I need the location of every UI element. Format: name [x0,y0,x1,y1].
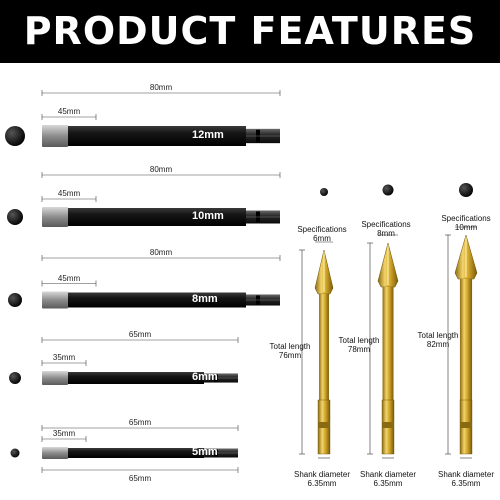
diamond-head [42,125,68,147]
size-dot [9,372,21,384]
head-length-label: 45mm [57,273,81,283]
total-length-title: Total length [338,336,380,345]
shank-diameter-title: Shank diameter [293,470,351,479]
diamond-head [42,371,68,385]
head-length-label: 45mm [57,107,81,116]
core-bit-1 [5,90,281,147]
bit-size-label: 6mm [192,371,218,383]
size-dot [8,293,22,307]
spec-title: Specifications [441,214,491,223]
spear-bit-3 [445,183,478,459]
total-length-label: 80mm [149,165,173,174]
spec-value: 6mm [313,234,331,243]
shank-diameter-value: 6.35mm [451,479,481,488]
shank-groove [460,422,472,428]
total-length-label: 80mm [149,83,173,92]
bit-size-label: 8mm [192,293,218,305]
core-bit-3 [8,255,281,309]
page-title: PRODUCT FEATURES [23,9,477,53]
core-bit-2 [7,172,281,227]
spear-bit-1 [299,188,334,459]
total-length-label: 80mm [149,248,173,257]
total-length-label: 65mm [128,474,152,483]
spear-body [382,287,394,400]
head-length-label: 35mm [52,429,76,438]
bit-size-label: 5mm [192,446,218,458]
shank-diameter-value: 6.35mm [307,479,337,488]
core-bit-5-bottom-dimension [41,467,239,473]
total-length-value: 82mm [426,340,450,349]
header-banner: PRODUCT FEATURES [0,0,500,63]
total-length-value: 78mm [347,345,371,354]
total-length-value: 76mm [278,351,302,360]
total-length-title: Total length [417,331,459,340]
shank-diameter-title: Shank diameter [437,470,495,479]
bit-shaft [68,448,204,458]
bit-shaft [68,292,246,308]
head-length-label: 45mm [57,189,81,198]
shank-diameter-title: Shank diameter [359,470,417,479]
size-dot [10,448,20,458]
spec-value: 10mm [454,223,478,232]
bit-shaft [68,372,204,384]
bit-shaft [68,126,246,146]
size-dot [5,126,25,146]
core-bit-5 [10,425,239,459]
bit-shaft [68,208,246,226]
size-dot [382,184,394,196]
shank-groove [382,422,394,428]
shank-diameter-value: 6.35mm [373,479,403,488]
spear-body [459,279,473,400]
size-dot [459,183,473,197]
bit-size-label: 10mm [192,210,224,222]
total-length-title: Total length [269,342,311,351]
spear-body [319,294,329,400]
head-length-label: 35mm [52,353,76,362]
size-dot [7,209,23,225]
core-bit-4 [9,337,239,385]
shank-groove [318,422,330,428]
bit-size-label: 12mm [192,129,224,141]
spear-bit-2 [367,184,399,459]
size-dot [320,188,328,196]
total-length-label: 65mm [128,330,152,339]
spec-title: Specifications [297,225,347,234]
total-length-label: 65mm [128,418,152,427]
diamond-head [42,291,68,309]
spec-title: Specifications [361,220,411,229]
diamond-head [42,207,68,227]
spec-value: 8mm [377,229,395,238]
diamond-head [42,447,68,459]
